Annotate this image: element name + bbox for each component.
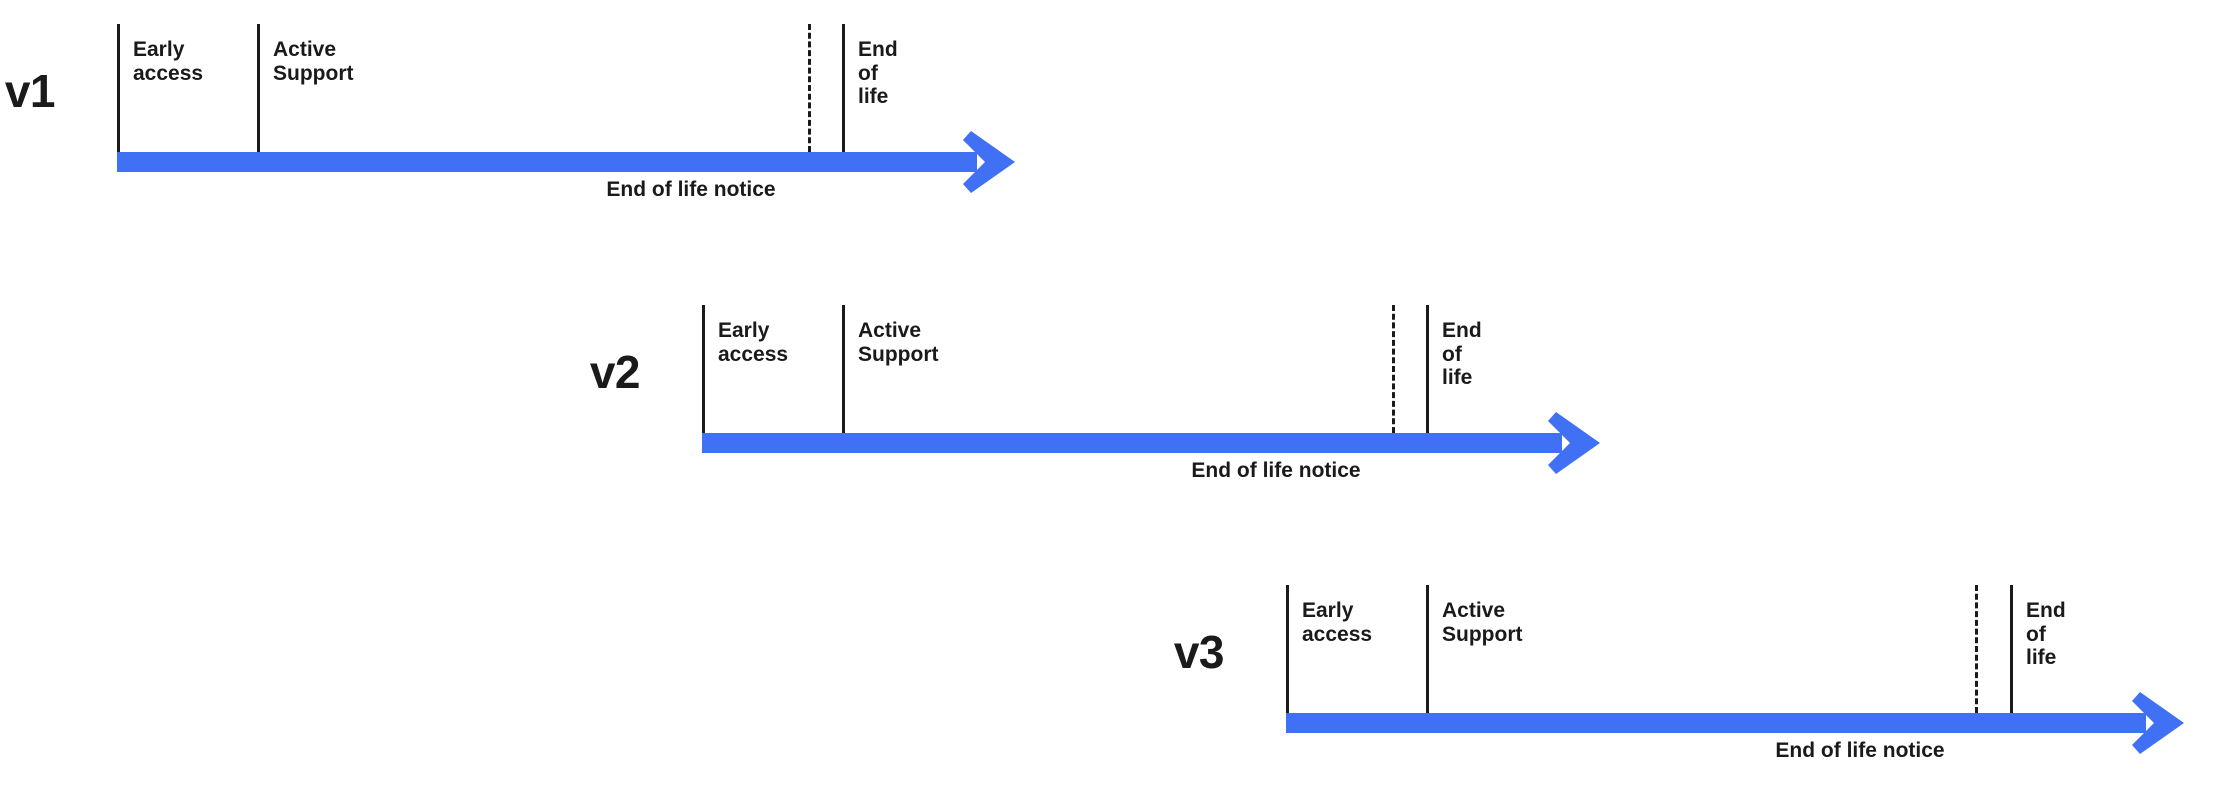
marker-v3-active-support-start <box>1426 585 1429 713</box>
timeline-arrow-head-v1 <box>963 131 1015 193</box>
marker-v1-end-of-life-start <box>842 24 845 152</box>
marker-v2-early-access-start <box>702 305 705 433</box>
phase-label-v3-2: End of life <box>2026 599 2066 670</box>
phase-label-v3-0: Early access <box>1302 599 1373 646</box>
timeline-bar-v2 <box>702 433 1562 453</box>
marker-v2-active-support-start <box>842 305 845 433</box>
version-label-v1: v1 <box>4 65 56 117</box>
marker-v3-end-of-life-notice-start <box>1975 585 1978 713</box>
version-label-v2: v2 <box>589 346 641 398</box>
timeline-arrow-head-v2 <box>1548 412 1600 474</box>
phase-label-v1-0: Early access <box>133 38 204 85</box>
phase-label-v1-2: End of life <box>858 38 898 109</box>
timeline-bar-v1 <box>117 152 977 172</box>
marker-v2-end-of-life-start <box>1426 305 1429 433</box>
end-of-life-notice-label-v2: End of life notice <box>1191 459 1361 482</box>
marker-v3-early-access-start <box>1286 585 1289 713</box>
phase-label-v2-1: Active Support <box>858 319 939 366</box>
end-of-life-notice-label-v3: End of life notice <box>1775 739 1945 762</box>
phase-label-v2-2: End of life <box>1442 319 1482 390</box>
version-label-v3: v3 <box>1173 626 1225 678</box>
phase-label-v1-1: Active Support <box>273 38 354 85</box>
marker-v2-end-of-life-notice-start <box>1392 305 1395 433</box>
phase-label-v3-1: Active Support <box>1442 599 1523 646</box>
end-of-life-notice-label-v1: End of life notice <box>606 178 776 201</box>
marker-v1-end-of-life-notice-start <box>808 24 811 152</box>
marker-v1-active-support-start <box>257 24 260 152</box>
phase-label-v2-0: Early access <box>718 319 789 366</box>
marker-v1-early-access-start <box>117 24 120 152</box>
timeline-arrow-head-v3 <box>2132 692 2184 754</box>
marker-v3-end-of-life-start <box>2010 585 2013 713</box>
timeline-bar-v3 <box>1286 713 2146 733</box>
